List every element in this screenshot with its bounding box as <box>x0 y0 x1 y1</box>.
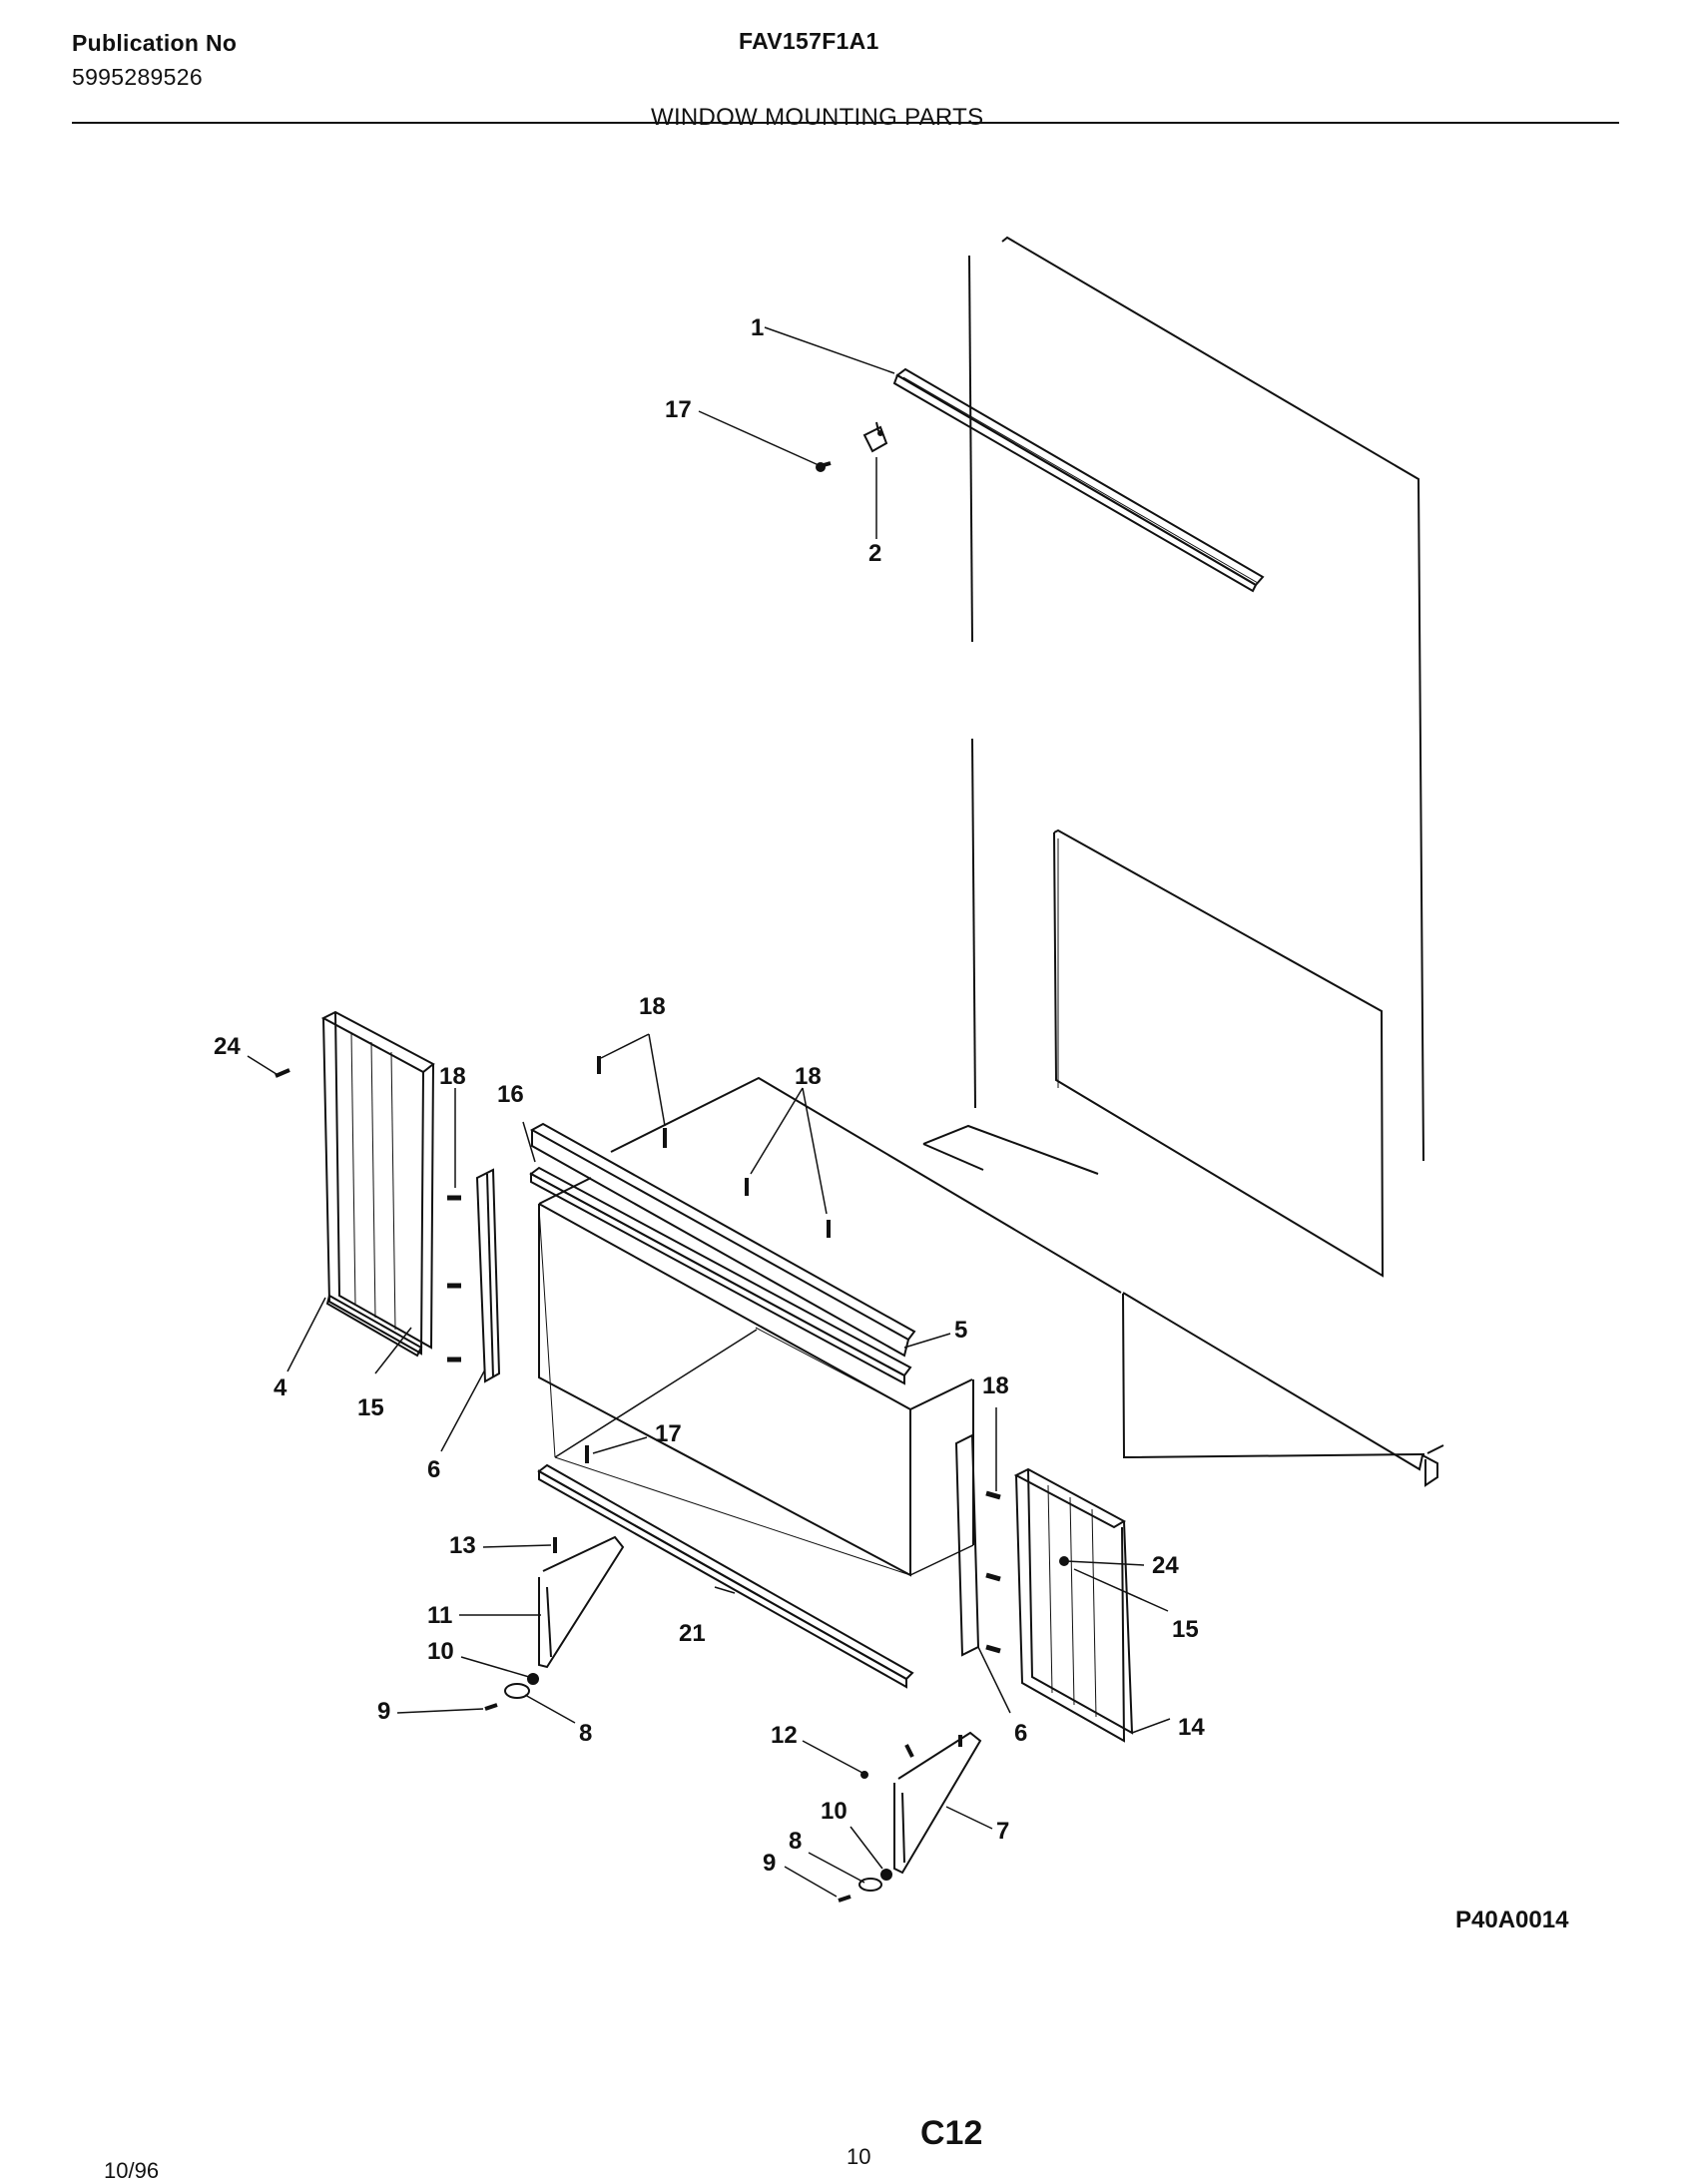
section-title: WINDOW MOUNTING PARTS <box>651 104 984 131</box>
callout-13: 13 <box>449 1532 476 1559</box>
window-panel <box>922 236 1444 1487</box>
cabinet-sleeve <box>538 1076 1122 1577</box>
top-rail-part-1 <box>892 367 1265 593</box>
callout-15-right: 15 <box>1172 1616 1199 1643</box>
callout-9-left: 9 <box>377 1698 390 1725</box>
callout-8-right: 8 <box>789 1828 802 1855</box>
screws-part-18-top <box>597 1056 831 1238</box>
publication-label: Publication No <box>72 30 238 56</box>
foot-assembly-right <box>838 1771 892 1903</box>
callout-6-left: 6 <box>427 1456 440 1483</box>
callout-5: 5 <box>954 1317 967 1344</box>
callout-2: 2 <box>868 540 881 567</box>
callout-8-left: 8 <box>579 1720 592 1747</box>
screws-part-18-right <box>985 1490 1001 1654</box>
diagram-code: P40A0014 <box>1455 1907 1569 1933</box>
callout-18-left: 18 <box>439 1063 466 1090</box>
callout-24-left: 24 <box>214 1033 241 1060</box>
callout-12: 12 <box>771 1722 798 1749</box>
callout-1: 1 <box>751 314 764 341</box>
header-rule <box>72 122 1619 124</box>
bracket-part-2 <box>862 421 888 453</box>
support-bracket-part-7 <box>893 1731 982 1875</box>
publication-number: 5995289526 <box>72 64 203 90</box>
seal-part-21 <box>537 1463 914 1689</box>
callout-15-left: 15 <box>357 1394 384 1421</box>
callout-18-top-left: 18 <box>639 993 666 1020</box>
callout-10-right: 10 <box>821 1798 848 1825</box>
revision-date: 10/96 <box>104 2158 160 2183</box>
callout-18-right: 18 <box>982 1372 1009 1399</box>
screws-part-18-left <box>447 1195 461 1363</box>
leader-lines <box>247 326 1171 1898</box>
model-number: FAV157F1A1 <box>739 28 879 54</box>
screws-part-24 <box>275 1068 1069 1566</box>
callout-labels: 1 2 17 18 24 18 16 18 5 4 15 6 17 18 24 … <box>214 314 1205 1877</box>
support-bracket-part-11 <box>538 1535 625 1669</box>
callout-14: 14 <box>1178 1714 1205 1741</box>
page-code: C12 <box>920 2114 983 2152</box>
callout-16: 16 <box>497 1081 524 1108</box>
page-number: 10 <box>847 2144 871 2169</box>
callout-24-right: 24 <box>1152 1552 1179 1579</box>
callout-10-left: 10 <box>427 1638 454 1665</box>
callout-18-top-right: 18 <box>795 1063 822 1090</box>
seal-part-5 <box>529 1166 912 1385</box>
side-channel-part-6-right <box>954 1433 980 1657</box>
right-extension-panel-part-14 <box>1013 1467 1134 1743</box>
callout-7: 7 <box>996 1818 1009 1845</box>
callout-17-lower: 17 <box>655 1420 682 1447</box>
callout-9-right: 9 <box>763 1850 776 1877</box>
foot-assembly-left <box>484 1673 539 1711</box>
callout-4: 4 <box>274 1374 287 1401</box>
callout-21: 21 <box>679 1620 706 1647</box>
callout-6-right: 6 <box>1014 1720 1027 1747</box>
screw-part-17-top <box>816 461 832 472</box>
side-channel-part-6-left <box>475 1168 501 1383</box>
top-angle-part-16 <box>529 1122 916 1358</box>
callout-17-top: 17 <box>665 396 692 423</box>
callout-11: 11 <box>427 1602 452 1629</box>
left-extension-panel-part-4 <box>320 1010 435 1358</box>
